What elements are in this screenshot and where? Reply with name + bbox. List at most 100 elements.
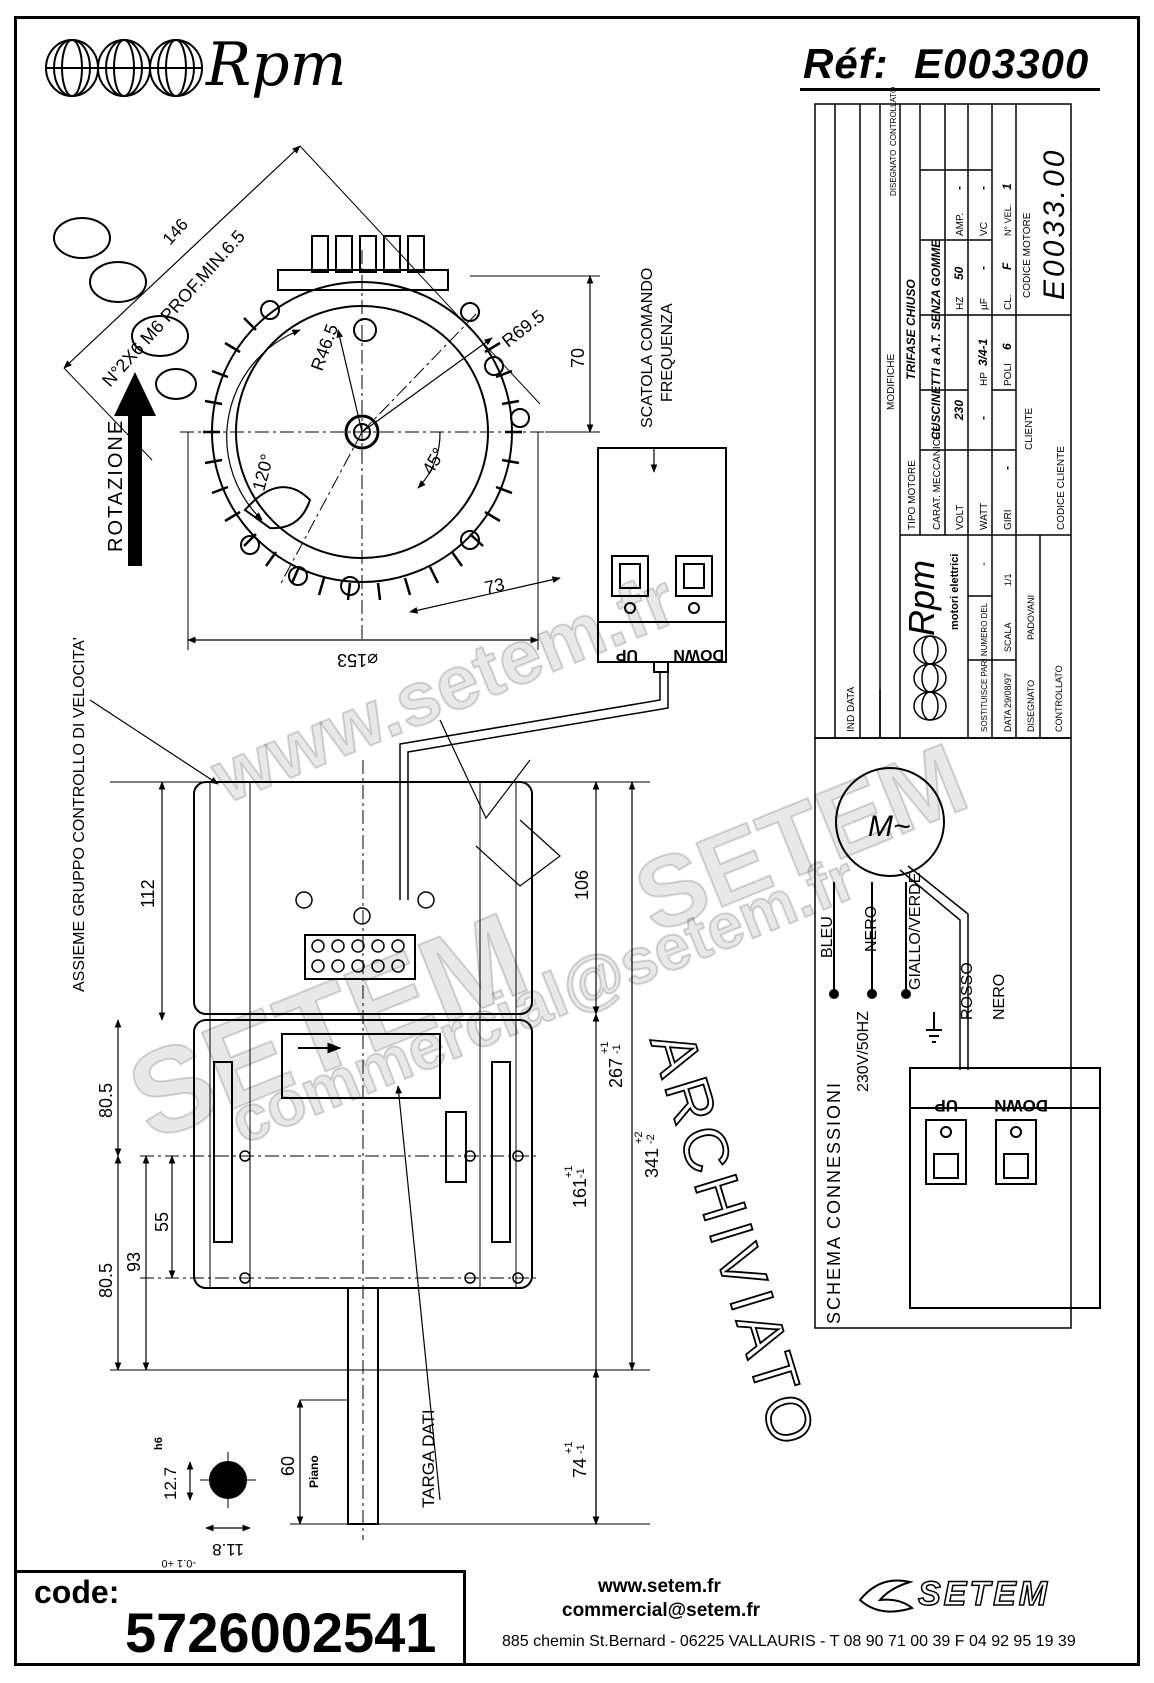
control-box-title-1: SCATOLA COMANDO	[639, 268, 656, 428]
shaft-h6-tol: h6	[153, 1437, 165, 1450]
tb-amp-value: -	[952, 186, 966, 190]
dim-74-label: 74	[570, 1458, 590, 1478]
tb-disegnato-value: PADOVANI	[1026, 595, 1036, 640]
rotation-arrow-icon	[114, 372, 156, 566]
tb-amp-label: AMP.	[955, 213, 966, 236]
dim-80-5-top-label: 80.5	[96, 1083, 116, 1118]
ref-value: E003300	[914, 40, 1090, 87]
setem-brand-logo: SETEM	[917, 1574, 1051, 1614]
brand-logo-text: Rpm	[206, 30, 347, 100]
tb-carat-value: CUSCINETTI a A.T. SENZA GOMME	[929, 239, 943, 440]
dim-267-label: 267	[606, 1058, 626, 1088]
assembly-label: ASSIEME GRUPPO CONTROLLO DI VELOCITA'	[71, 637, 88, 992]
side-view	[89, 699, 650, 1540]
angle-120-label: 120°	[249, 452, 278, 493]
radius-69-label: R69.5	[498, 306, 548, 351]
tb-giri-value: -	[1000, 466, 1014, 470]
supply-label: 230V/50HZ	[855, 1011, 872, 1092]
tb-data-label-2: DATA	[1003, 709, 1013, 732]
wire-rosso-label: ROSSO	[959, 962, 976, 1020]
dim-161-label: 161	[570, 1178, 590, 1208]
piano-label: Piano	[307, 1455, 321, 1488]
rotation-label: ROTAZIONE	[105, 419, 127, 552]
code-label: code:	[34, 1574, 120, 1610]
tb-disegnato-label: DISEGNATO	[889, 150, 898, 196]
tb-tipo-motore-label: TIPO MOTORE	[907, 460, 918, 530]
dim-73-label: 73	[483, 574, 507, 598]
tb-watt-label: WATT	[979, 503, 990, 530]
tb-data-label: DATA	[846, 686, 857, 712]
wiring-title: SCHEMA CONNESSIONI	[824, 1081, 844, 1324]
tb-poli-value: 6	[1000, 343, 1014, 350]
dim-267-tol-plus: +1	[599, 1041, 611, 1054]
shaft-11-8-tol: -0.1 +0	[161, 1557, 196, 1569]
dim-80-5-bottom-label: 80.5	[96, 1263, 116, 1298]
tb-nvel-label: N° VEL.	[1003, 204, 1013, 236]
tb-hp-value: 3/4-1	[976, 338, 990, 366]
targa-dati-label: TARGA DATI	[419, 1409, 438, 1508]
angle-45-label: 45°	[418, 444, 449, 478]
tb-vc-value: -	[976, 186, 990, 190]
tb-cl-label: CL.	[1003, 294, 1014, 310]
tb-codice-motore-label: CODICE MOTORE	[1022, 212, 1033, 298]
wire-nero2-label: NERO	[991, 974, 1008, 1020]
footer-email-link[interactable]: commercial@setem.fr	[562, 1600, 761, 1621]
footer-website-link[interactable]: www.setem.fr	[598, 1576, 721, 1597]
tb-carat-label: CARAT. MECCANICHE	[932, 425, 943, 530]
tb-modifiche-label: MODIFICHE	[886, 354, 897, 410]
tb-nvel-value: 1	[1000, 183, 1014, 190]
tb-volt-label: VOLT	[955, 505, 966, 530]
tb-ind-label: IND	[846, 715, 857, 732]
tb-hp-label: HP	[979, 372, 990, 386]
tb-scala-value: 1/1	[1003, 573, 1013, 586]
dim-74-tol-plus: +1	[563, 1441, 575, 1454]
dim-146-label: 146	[159, 215, 192, 249]
ref-underline	[800, 88, 1100, 91]
tb-disegnato-label-2: DISEGNATO	[1026, 680, 1036, 732]
dim-161-tol-plus: +1	[563, 1165, 575, 1178]
tb-sostituisce-label: SOSTITUISCE PARI NUMERO DEL	[980, 602, 989, 732]
archiviato-stamp: ARCHIVIATO	[637, 1024, 830, 1458]
wiring-diagram	[829, 767, 1101, 1309]
dim-55-label: 55	[152, 1212, 172, 1232]
tb-uf-value: -	[976, 266, 990, 270]
code-box	[14, 1570, 466, 1666]
wiring-up-label: UP	[934, 1096, 958, 1115]
tb-watt-value: -	[976, 416, 990, 420]
tb-giri-label: GIRI	[1003, 509, 1014, 530]
wiring-down-label: DOWN	[994, 1096, 1048, 1115]
control-box-title-2: FREQUENZA	[659, 303, 676, 402]
control-box-up-label: UP	[615, 646, 638, 663]
dim-153-label: ⌀153	[337, 650, 378, 670]
tb-controllato-label: CONTROLLATO	[889, 87, 898, 146]
footer-address: 885 chemin St.Bernard - 06225 VALLAURIS …	[502, 1633, 1076, 1650]
tb-cl-value: F	[1000, 262, 1014, 270]
tb-codice-cliente-label: CODICE CLIENTE	[1056, 446, 1067, 530]
wire-nero1-label: NERO	[863, 906, 880, 952]
tb-codice-motore-value: E0033.00	[1038, 148, 1071, 300]
dim-341-tol-plus: +2	[633, 1131, 645, 1144]
title-block-logo-icon	[913, 635, 947, 721]
control-box-down-label: DOWN	[673, 646, 724, 663]
wire-bleu-label: BLEU	[819, 916, 836, 958]
tb-uf-label: µF	[979, 298, 990, 310]
motor-symbol: M~	[868, 810, 911, 843]
tb-sostituisce-value: -	[978, 562, 990, 566]
tb-cliente-label: CLIENTE	[1024, 407, 1035, 450]
front-view	[53, 145, 600, 650]
dim-267-tol-minus: -1	[611, 1044, 623, 1054]
tb-scala-label: SCALA	[1003, 622, 1013, 652]
dim-112-label: 112	[138, 879, 158, 908]
rpm-logo-icon	[45, 39, 203, 97]
tb-controllato-label-2: CONTROLLATO	[1054, 665, 1064, 732]
dim-74-tol-minus: -1	[575, 1444, 587, 1454]
dim-161-tol-minus: -1	[575, 1168, 587, 1178]
tb-hz-value: 50	[952, 266, 966, 280]
tb-vc-label: VC	[979, 222, 990, 236]
tb-poli-label: POLI	[1003, 363, 1014, 386]
reference-number: Réf: E003300	[803, 40, 1089, 88]
drawing-sheet	[14, 16, 1140, 1666]
wire-giallo-label: GIALLO/VERDE	[907, 873, 924, 990]
tb-hz-label: HZ	[955, 297, 966, 310]
